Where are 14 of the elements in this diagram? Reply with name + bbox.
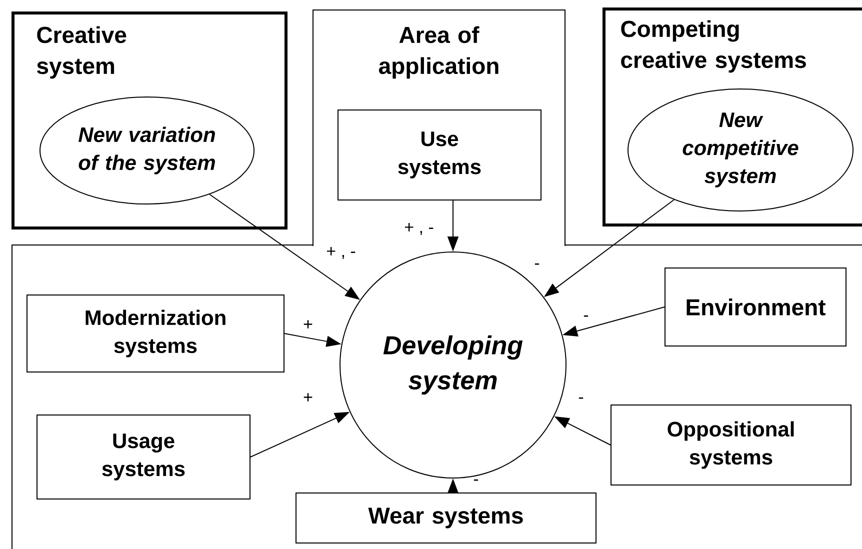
process-box: Environment: [664, 268, 846, 346]
edge-label: +: [302, 392, 314, 404]
edge-label: -: [472, 478, 480, 486]
process-box: Wear systems: [296, 492, 596, 544]
node-label: Area of application: [378, 26, 498, 79]
edge-label: +: [302, 319, 314, 331]
process-box: Modernization systems: [26, 294, 284, 372]
edge-label: -: [582, 314, 590, 322]
edge-label: + , -: [403, 222, 435, 236]
process-box: Usage systems: [36, 414, 250, 500]
process-box: Use systems: [338, 110, 542, 200]
process-box: Oppositional systems: [610, 404, 852, 486]
edge-label: -: [577, 396, 585, 404]
edge-label: -: [533, 262, 541, 270]
